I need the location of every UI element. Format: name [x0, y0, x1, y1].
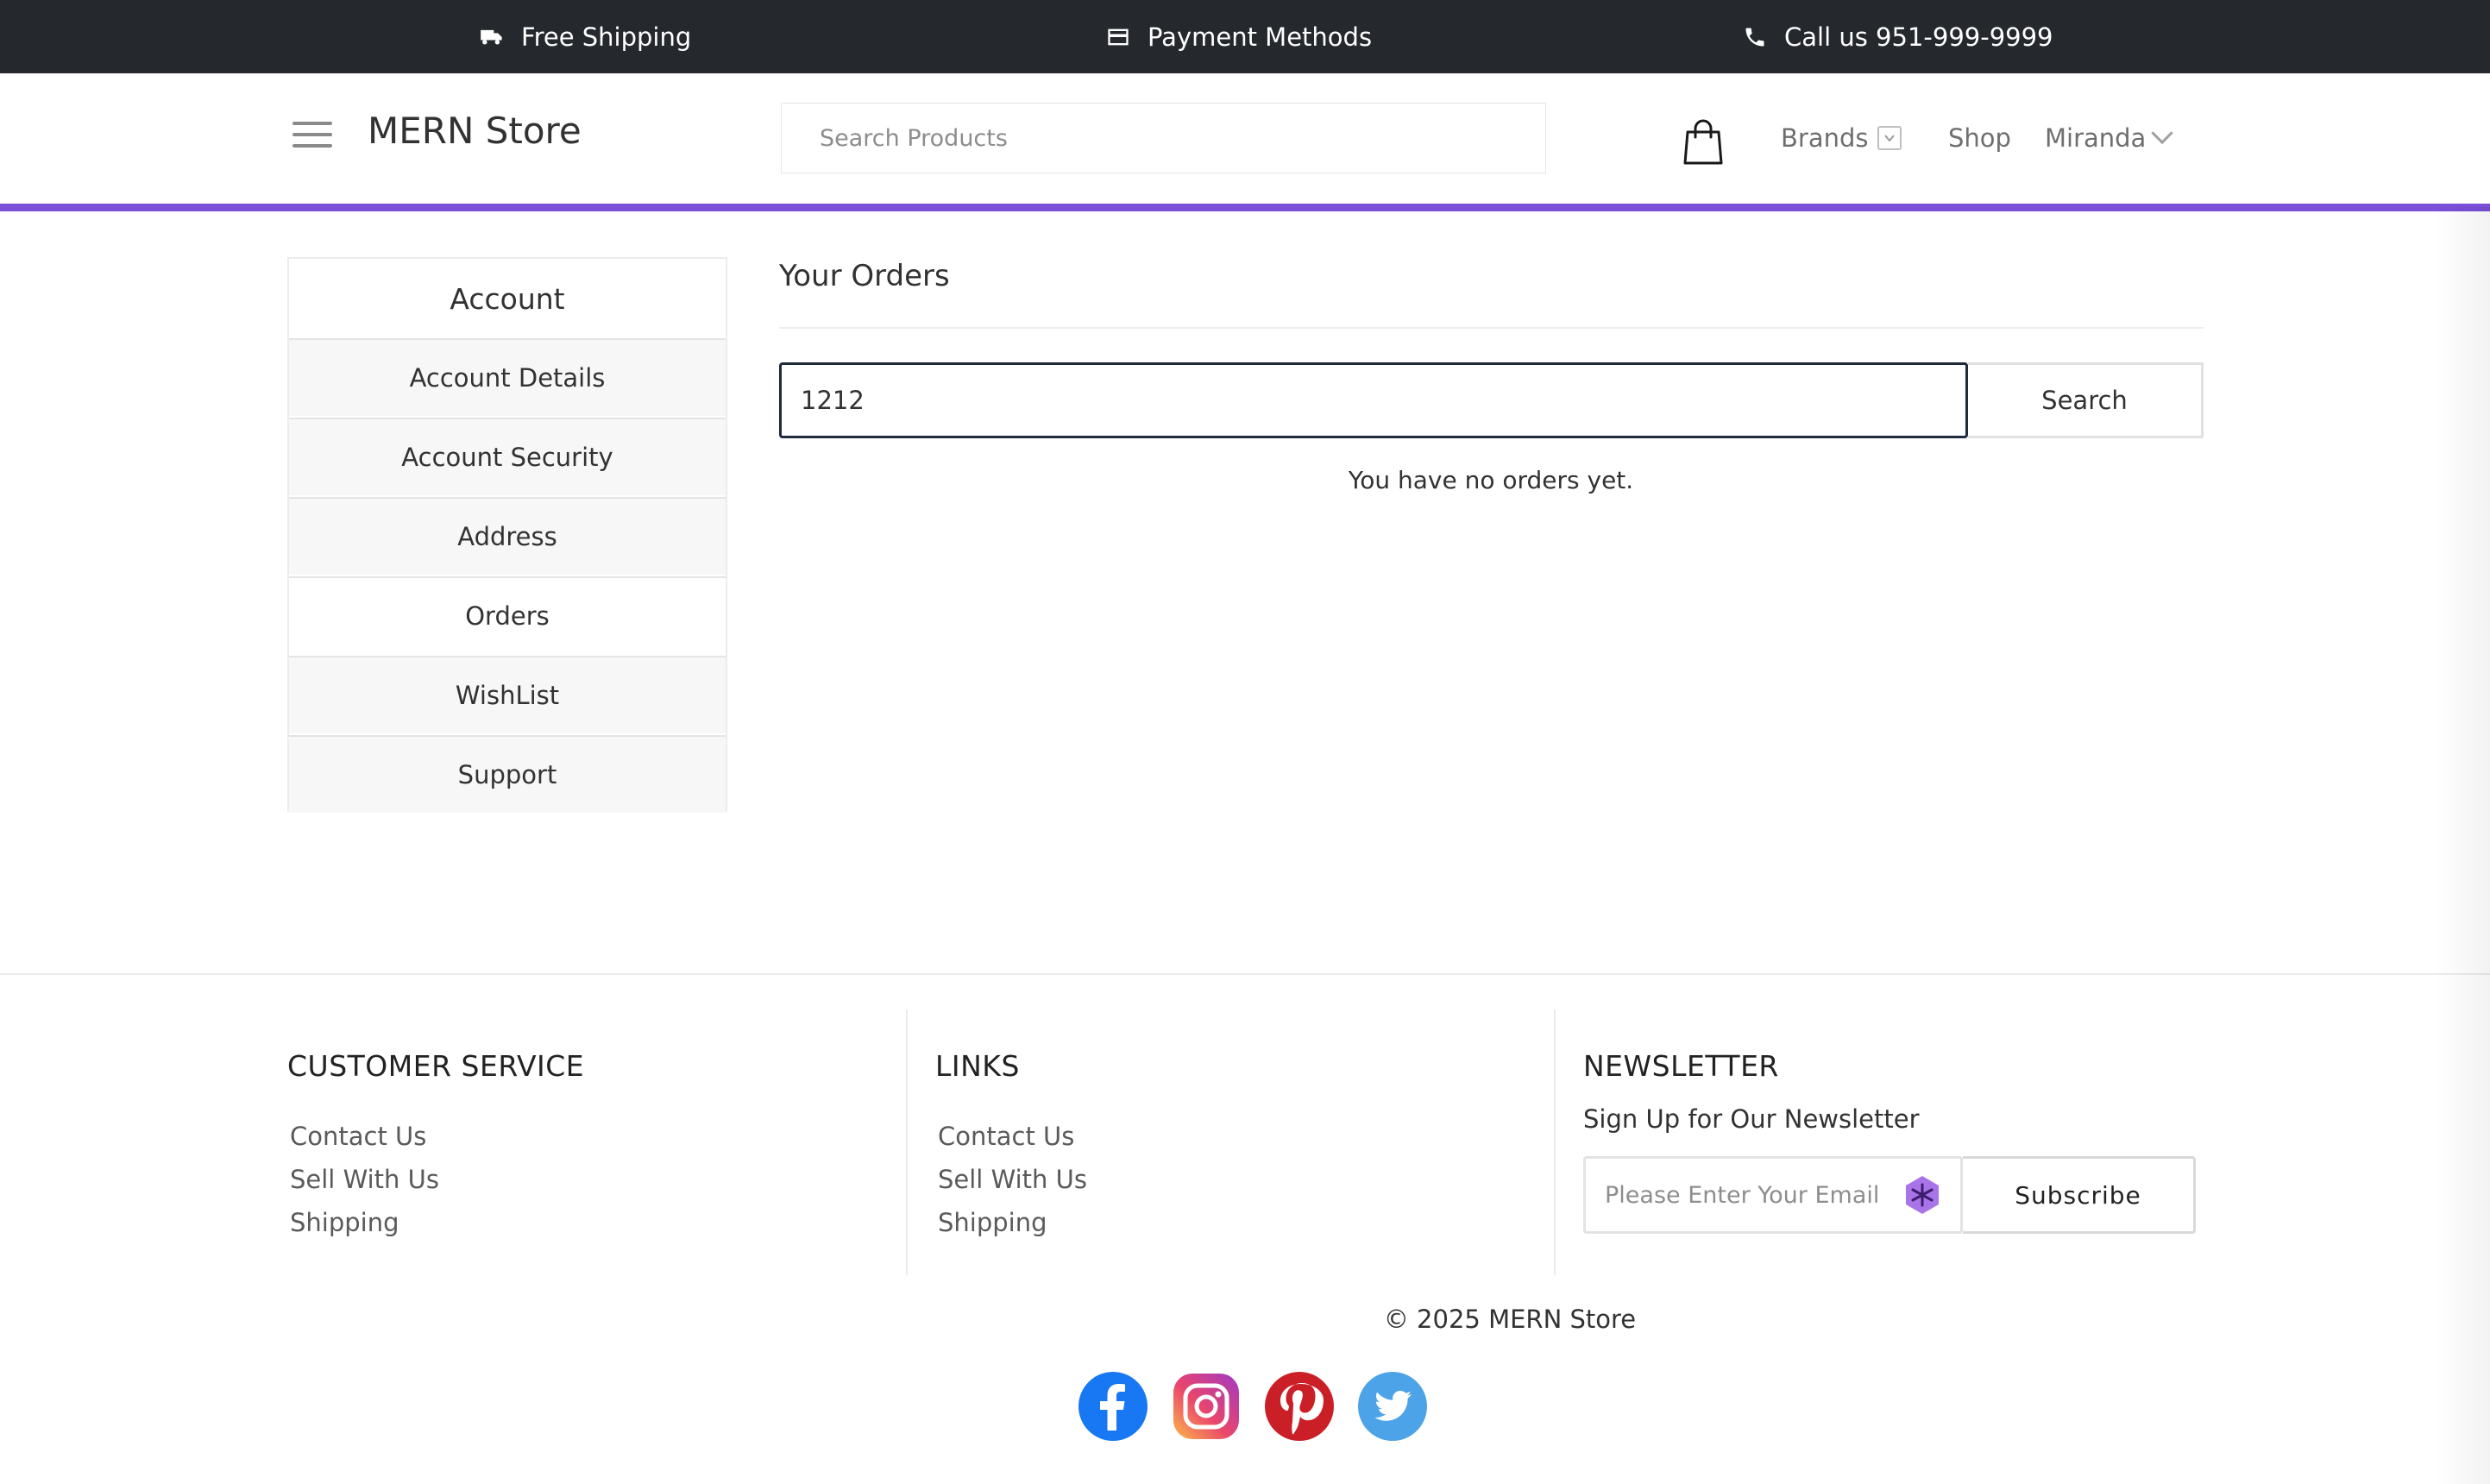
footer-column-divider [906, 1009, 908, 1275]
shop-link[interactable]: Shop [1948, 123, 2011, 153]
pinterest-link[interactable] [1261, 1368, 1337, 1444]
footer-link-sell-with-us[interactable]: Sell With Us [290, 1165, 439, 1194]
sidebar-item-account-details[interactable]: Account Details [289, 338, 726, 416]
footer-column-divider [1554, 1009, 1556, 1275]
footer-link-shipping[interactable]: Shipping [290, 1208, 399, 1237]
brands-dropdown[interactable]: Brands [1781, 123, 1902, 153]
phone-icon [1745, 28, 1764, 46]
order-search-button[interactable]: Search [1968, 362, 2204, 438]
menu-toggle-button[interactable] [287, 112, 337, 157]
copyright-text: © 2025 MERN Store [1383, 1305, 1637, 1334]
order-search-input[interactable] [779, 362, 1968, 438]
footer-link-contact-us[interactable]: Contact Us [938, 1122, 1075, 1151]
site-header: MERN Store Brands Shop Miranda [0, 73, 2490, 205]
twitter-link[interactable] [1355, 1368, 1430, 1444]
account-sidebar: Account Account Details Account Security… [287, 257, 727, 813]
customer-service-heading: CUSTOMER SERVICE [287, 1049, 585, 1083]
phone-text: Call us 951-999-9999 [1784, 22, 2053, 52]
footer-link-sell-with-us[interactable]: Sell With Us [938, 1165, 1087, 1194]
page-edge-shadow [2433, 207, 2490, 1484]
sidebar-item-wishlist[interactable]: WishList [289, 656, 726, 733]
sidebar-item-support[interactable]: Support [289, 735, 726, 813]
payment-methods-text: Payment Methods [1148, 22, 1373, 52]
header-accent-line [0, 204, 2490, 211]
sidebar-item-account-security[interactable]: Account Security [289, 418, 726, 495]
shopping-bag-icon [1683, 119, 1723, 165]
credit-card-icon [1108, 28, 1129, 45]
user-name: Miranda [2045, 123, 2147, 153]
instagram-icon [1173, 1374, 1239, 1439]
newsletter-subtitle: Sign Up for Our Newsletter [1583, 1104, 1920, 1134]
empty-orders-message: You have no orders yet. [1348, 466, 1634, 494]
account-title: Account [450, 281, 565, 316]
shop-label: Shop [1948, 123, 2011, 153]
twitter-icon [1358, 1372, 1427, 1441]
footer-divider [0, 973, 2490, 975]
subscribe-button[interactable]: Subscribe [1963, 1156, 2196, 1234]
announcement-bar: Free Shipping Payment Methods Call us 95… [0, 0, 2490, 73]
free-shipping-text: Free Shipping [521, 22, 692, 52]
user-chevron-icon [2151, 122, 2174, 145]
brand-logo-link[interactable]: MERN Store [368, 110, 582, 152]
payment-methods-notice: Payment Methods [1106, 0, 1372, 73]
pinterest-icon [1265, 1372, 1334, 1441]
title-divider [779, 327, 2204, 329]
password-manager-icon[interactable] [1902, 1174, 1943, 1216]
user-menu-dropdown[interactable]: Miranda [2045, 122, 2174, 153]
links-heading: LINKS [935, 1049, 1020, 1083]
hamburger-bar [292, 144, 332, 148]
hamburger-bar [292, 133, 332, 136]
newsletter-email-input[interactable] [1583, 1156, 1963, 1234]
chevron-down-icon [1877, 126, 1902, 150]
footer-link-contact-us[interactable]: Contact Us [290, 1122, 427, 1151]
newsletter-heading: NEWSLETTER [1583, 1049, 1779, 1083]
product-search-input[interactable] [781, 103, 1546, 173]
instagram-link[interactable] [1168, 1368, 1244, 1444]
facebook-link[interactable] [1075, 1368, 1151, 1444]
footer-link-shipping[interactable]: Shipping [938, 1208, 1047, 1237]
brands-label: Brands [1781, 123, 1869, 153]
hamburger-icon [292, 122, 332, 125]
page-title: Your Orders [779, 259, 950, 293]
free-shipping-notice: Free Shipping [480, 0, 691, 73]
sidebar-item-orders[interactable]: Orders [289, 576, 726, 654]
truck-icon [481, 29, 502, 45]
cart-button[interactable] [1682, 116, 1724, 167]
sidebar-item-address[interactable]: Address [289, 497, 726, 575]
phone-notice: Call us 951-999-9999 [1743, 0, 2053, 73]
facebook-icon [1078, 1372, 1148, 1441]
